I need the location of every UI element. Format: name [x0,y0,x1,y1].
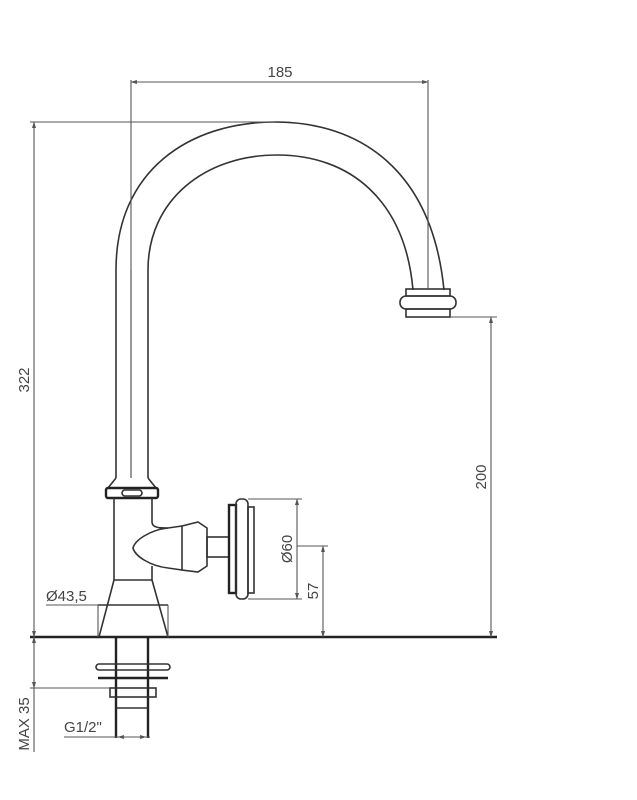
label-total-height: 322 [16,367,33,392]
valve-body [98,498,230,638]
fixing-shank [95,637,171,738]
label-max-deck-thickness: MAX 35 [16,697,33,750]
dimension-max-deck-thickness: MAX 35 [16,636,110,752]
aerator [399,288,457,318]
label-outlet-height: 200 [473,464,490,489]
label-thread: G1/2" [64,719,102,736]
dimension-outlet-height: 200 [450,316,497,638]
dimension-base-diameter: Ø43,5 [46,588,169,637]
handle [227,498,255,600]
spout [115,121,457,478]
dimension-spout-reach: 185 [130,64,429,478]
dimension-total-height: 322 [16,121,275,638]
label-base-diameter: Ø43,5 [46,588,87,605]
dimension-handle-diameter: Ø60 [248,498,302,600]
collar [104,477,160,500]
dimension-thread: G1/2" [64,719,150,739]
label-spout-reach: 185 [267,64,292,81]
label-handle-axis-height: 57 [305,583,322,600]
dimension-handle-axis-height: 57 [297,545,328,638]
label-handle-diameter: Ø60 [279,535,296,563]
